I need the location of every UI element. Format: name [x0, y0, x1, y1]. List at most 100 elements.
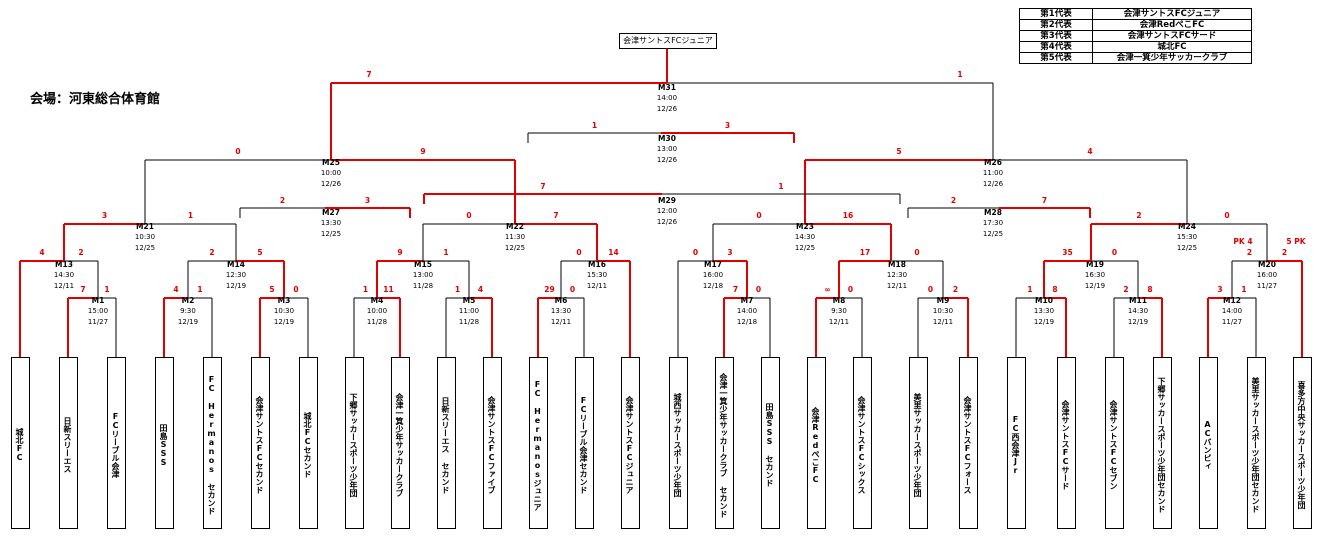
score-left: 4	[173, 285, 178, 294]
team-box: 喜多方中央サッカースポーツ少年団	[1293, 357, 1312, 529]
score-right: 5	[257, 248, 262, 257]
match-time: 11:00	[459, 307, 479, 315]
score-right: 0	[1224, 211, 1229, 220]
pk-right: 5 PK	[1286, 237, 1306, 246]
match-time: 12:00	[657, 207, 677, 215]
match-id: M27	[322, 208, 340, 217]
match-time: 10:30	[135, 233, 155, 241]
rep-rank: 第5代表	[1019, 52, 1093, 64]
match-date: 12/25	[505, 244, 525, 252]
match-id: M22	[506, 222, 524, 231]
match-id: M23	[796, 222, 814, 231]
score-right: 0	[756, 285, 761, 294]
score-left: 0	[928, 285, 933, 294]
match-time: 15:00	[88, 307, 108, 315]
team-box: 会津サントスFCフォース	[959, 357, 978, 529]
score-right: 7	[1042, 196, 1047, 205]
match-date: 12/26	[321, 180, 342, 188]
rep-team: 会津RedぺこFC	[1092, 19, 1252, 31]
rep-rank: 第4代表	[1019, 41, 1093, 53]
match-id: M29	[658, 196, 676, 205]
match-id: M20	[1258, 260, 1276, 269]
match-id: M24	[1178, 222, 1196, 231]
match-id: M12	[1223, 296, 1241, 305]
match-date: 12/25	[795, 244, 815, 252]
match-id: M17	[704, 260, 722, 269]
match-date: 11/28	[413, 282, 433, 290]
team-box: 田島SSS セカンド	[761, 357, 780, 529]
team-box: 会津一箕少年サッカークラブ セカンド	[715, 357, 734, 529]
score-right: 3	[725, 121, 730, 130]
score-right: 8	[1147, 285, 1152, 294]
match-id: M25	[322, 158, 340, 167]
score-left: 29	[544, 285, 554, 294]
match-date: 11/27	[1257, 282, 1277, 290]
match-id: M1	[92, 296, 105, 305]
team-box: 城北FCセカンド	[299, 357, 318, 529]
match-time: 9:30	[180, 307, 196, 315]
match-date: 12/19	[178, 318, 198, 326]
team-box: 下郷サッカースポーツ少年団	[345, 357, 364, 529]
match-date: 12/19	[226, 282, 246, 290]
score-left: 7	[366, 70, 371, 79]
match-date: 12/26	[983, 180, 1004, 188]
score-left: 0	[693, 248, 698, 257]
match-date: 12/18	[737, 318, 757, 326]
match-date: 11/28	[367, 318, 387, 326]
match-date: 12/26	[657, 218, 678, 226]
score-right: 2	[78, 248, 83, 257]
score-left: 7	[733, 285, 738, 294]
score-left: 5	[269, 285, 274, 294]
team-box: 会津サントスFCセブン	[1105, 357, 1124, 529]
rep-rank: 第3代表	[1019, 30, 1093, 42]
match-id: M15	[414, 260, 432, 269]
score-right: 0	[1112, 248, 1117, 257]
score-right: 1	[188, 211, 193, 220]
match-time: 10:00	[321, 169, 341, 177]
team-box: ACバンビィ	[1199, 357, 1218, 529]
match-time: 13:30	[321, 219, 341, 227]
match-id: M18	[888, 260, 906, 269]
score-right: 14	[608, 248, 618, 257]
team-box: 会津サントスFCファイブ	[483, 357, 502, 529]
score-left: 7	[540, 182, 545, 191]
match-time: 14:30	[1128, 307, 1148, 315]
match-time: 11:30	[505, 233, 525, 241]
score-left: 2	[1123, 285, 1128, 294]
score-right: 4	[478, 285, 483, 294]
team-box: FC西会津Jr	[1007, 357, 1026, 529]
match-date: 12/19	[1034, 318, 1054, 326]
score-left: 3	[1217, 285, 1222, 294]
match-id: M2	[182, 296, 195, 305]
match-time: 14:00	[737, 307, 757, 315]
score-left: 9	[397, 248, 402, 257]
score-left: 2	[1136, 211, 1141, 220]
match-id: M4	[371, 296, 384, 305]
team-box: 城北FC	[11, 357, 30, 529]
match-time: 14:00	[1222, 307, 1242, 315]
team-box: FC Hermanos セカンド	[203, 357, 222, 529]
score-right: 1	[778, 182, 783, 191]
match-time: 14:30	[54, 271, 74, 279]
team-box: 下郷サッカースポーツ少年団セカンド	[1153, 357, 1172, 529]
match-date: 11/27	[88, 318, 108, 326]
match-date: 12/26	[657, 105, 678, 113]
score-right: 16	[843, 211, 853, 220]
score-right: 11	[383, 285, 393, 294]
match-date: 12/18	[703, 282, 723, 290]
score-left: 4	[39, 248, 44, 257]
match-id: M14	[227, 260, 245, 269]
match-time: 17:30	[983, 219, 1003, 227]
score-left: 0	[235, 147, 240, 156]
match-id: M13	[55, 260, 73, 269]
match-date: 12/19	[1085, 282, 1105, 290]
match-date: 11/28	[459, 318, 479, 326]
team-box: 会津サントスFCシックス	[853, 357, 872, 529]
score-left: 35	[1062, 248, 1072, 257]
match-id: M28	[984, 208, 1002, 217]
match-time: 13:00	[413, 271, 433, 279]
match-time: 10:30	[933, 307, 953, 315]
team-box: 田島SSS	[155, 357, 174, 529]
match-id: M9	[937, 296, 950, 305]
